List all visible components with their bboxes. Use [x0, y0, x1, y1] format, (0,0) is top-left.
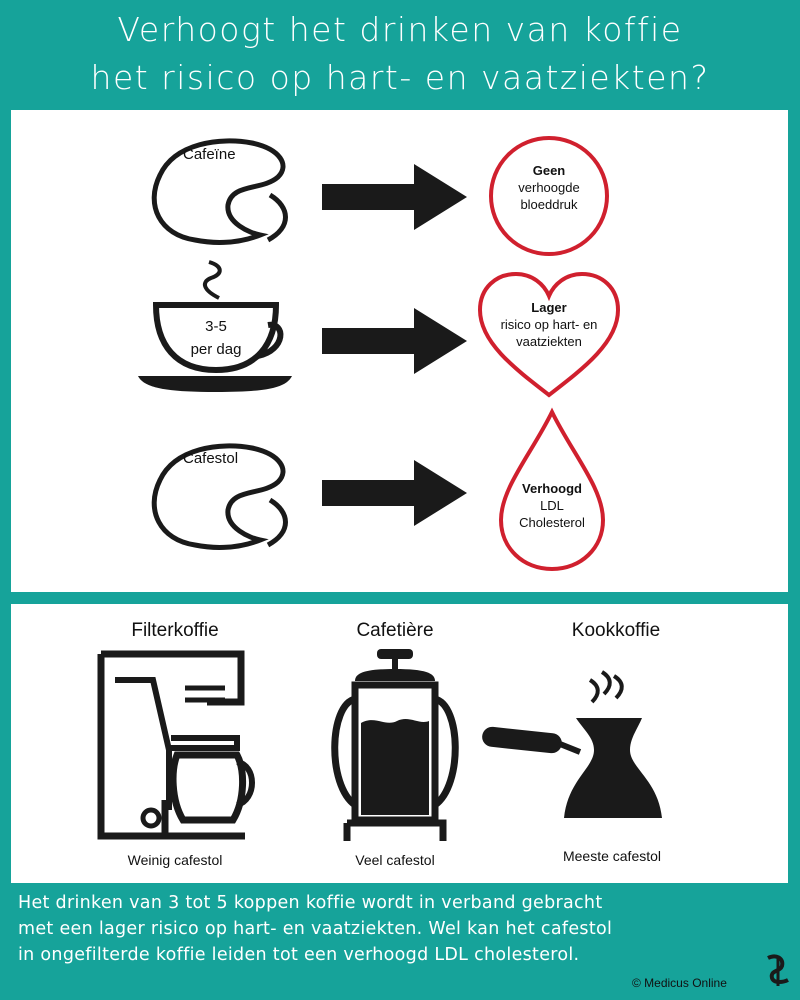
heart-outline-icon: [477, 271, 621, 398]
coffee-bean-icon: [151, 138, 288, 245]
result-line-1c: bloeddruk: [520, 197, 578, 212]
page-title: Verhoogt het drinken van koffie het risi…: [0, 6, 800, 102]
result-line-2c: vaatziekten: [516, 334, 582, 349]
footer-line-1: Het drinken van 3 tot 5 koppen koffie wo…: [18, 893, 603, 913]
result-line-3b: LDL: [540, 498, 564, 513]
title-line-2: het risico op hart- en vaatziekten?: [90, 58, 710, 97]
method-title-cafetiere: Cafetière: [356, 620, 434, 641]
title-line-1: Verhoogt het drinken van koffie: [117, 10, 683, 49]
footer-line-3: in ongefilterde koffie leiden tot een ve…: [18, 945, 580, 965]
dose-line-2: per dag: [190, 341, 242, 358]
coffee-cup-icon: [138, 302, 292, 392]
medicus-logo-icon: [767, 954, 789, 986]
arrow-icon: [322, 308, 467, 374]
result-bold-2: Lager: [531, 300, 567, 315]
result-bold-1: Geen: [532, 163, 566, 178]
result-line-2b: risico op hart- en: [500, 317, 598, 332]
footer-text: Het drinken van 3 tot 5 koppen koffie wo…: [18, 890, 788, 968]
method-title-filter: Filterkoffie: [131, 620, 219, 641]
result-text-circle: Geen verhoogde bloeddruk: [489, 162, 609, 213]
method-subtitle-cafetiere: Veel cafestol: [355, 852, 435, 868]
steam-icon: [202, 260, 222, 300]
turkish-coffee-pot-icon: [482, 670, 662, 818]
method-title-kookkoffie: Kookkoffie: [571, 620, 661, 641]
dose-label: 3-5 per dag: [173, 315, 259, 361]
credit-text: © Medicus Online: [632, 976, 727, 990]
result-line-3c: Cholesterol: [519, 515, 585, 530]
cafestol-label: Cafestol: [183, 450, 239, 467]
result-line-1b: verhoogde: [518, 180, 580, 195]
filter-coffee-machine-icon: [97, 650, 255, 840]
arrow-icon: [322, 460, 467, 526]
result-text-drop: Verhoogd LDL Cholesterol: [497, 480, 607, 531]
dose-line-1: 3-5: [205, 318, 227, 335]
result-text-heart: Lager risico op hart- en vaatziekten: [484, 299, 614, 350]
french-press-icon: [331, 649, 459, 841]
caffeine-label: Cafeïne: [183, 146, 236, 163]
coffee-bean-icon: [151, 443, 288, 550]
method-subtitle-kookkoffie: Meeste cafestol: [562, 848, 662, 864]
drop-outline-icon: [498, 407, 606, 572]
method-subtitle-filter: Weinig cafestol: [127, 852, 223, 868]
circle-outline-icon: [489, 136, 609, 256]
result-bold-3: Verhoogd: [522, 481, 582, 496]
arrow-icon: [322, 164, 467, 230]
footer-line-2: met een lager risico op hart- en vaatzie…: [18, 919, 613, 939]
